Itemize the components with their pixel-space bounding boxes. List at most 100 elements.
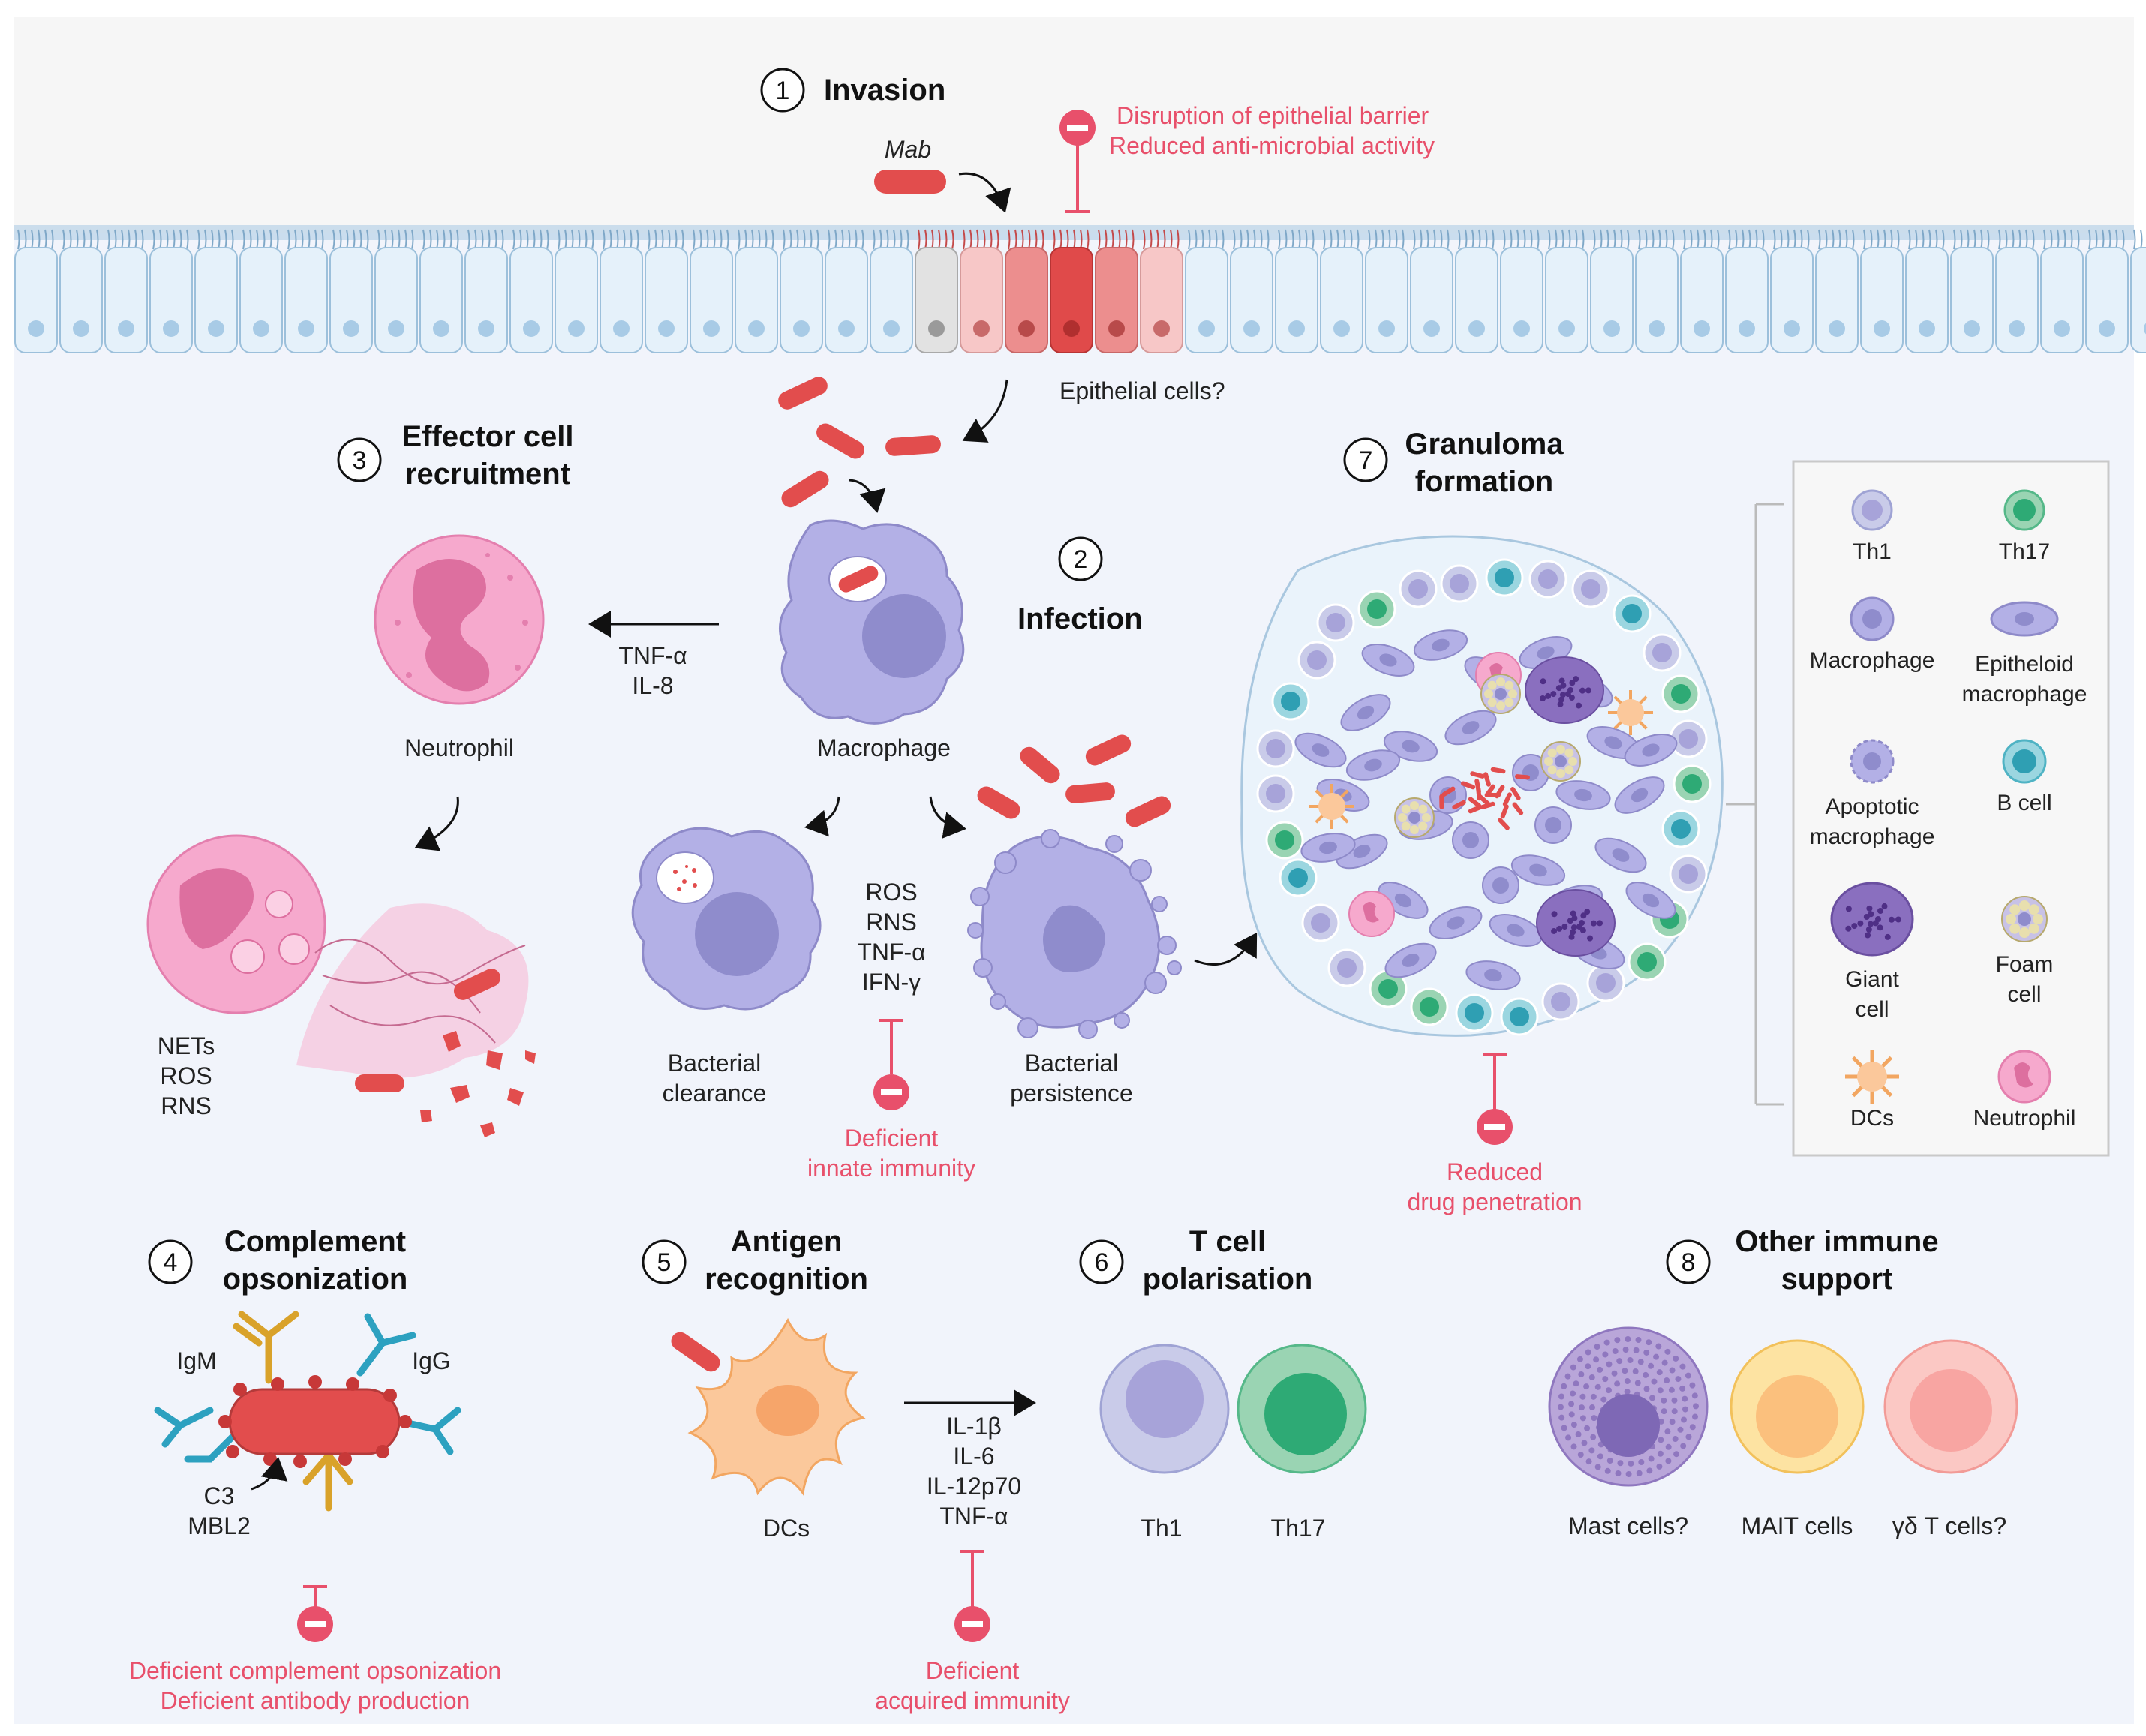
- epithelial-cell: [915, 247, 958, 353]
- clearance-label: clearance: [663, 1080, 767, 1107]
- section-infection: 2 Infection Macrophage Bacterial clearan…: [631, 519, 1258, 1182]
- neutrophil-cell: [1348, 891, 1395, 937]
- bacteria-cluster: [977, 734, 1171, 827]
- legend-label: Epitheloid: [1975, 652, 2074, 677]
- step-number-circle: [642, 1239, 687, 1284]
- legend-icon: [1990, 601, 2059, 637]
- cytokine-label: TNF-α: [939, 1503, 1008, 1530]
- epithelial-cell: [825, 247, 868, 353]
- epithelial-cell: [690, 247, 733, 353]
- macrophage-cell: [1429, 776, 1467, 814]
- section-title: Granuloma: [1405, 428, 1564, 461]
- epithelial-cell: [1815, 247, 1859, 353]
- th17-cell: [1410, 987, 1449, 1026]
- th17-nucleus: [1264, 1373, 1347, 1455]
- legend-icon: [1997, 1050, 2051, 1104]
- epitheloid-macrophage: [1413, 629, 1468, 661]
- legend-icon: [1851, 489, 1893, 531]
- epithelial-cell: [2130, 247, 2146, 353]
- step-number-circle: [148, 1239, 193, 1284]
- th1-cell: [1586, 963, 1625, 1002]
- th1-label: Th1: [1141, 1515, 1182, 1542]
- step-number: 5: [657, 1248, 672, 1277]
- legend-label: Giant: [1845, 967, 1899, 992]
- section-title: Invasion: [824, 74, 945, 107]
- foam-cell: [1540, 741, 1581, 782]
- epitheloid-macrophage: [1345, 749, 1401, 781]
- th1-cell: [1528, 560, 1567, 599]
- necrotic-core-bacteria: [1439, 767, 1530, 830]
- minus-icon: [305, 1621, 326, 1627]
- section-title: Effector cell: [402, 420, 574, 453]
- bacterium: [885, 435, 941, 456]
- legend-label: Th17: [1999, 539, 2050, 564]
- epithelial-cell: [329, 247, 373, 353]
- step-number: 7: [1359, 446, 1373, 475]
- th1-nucleus: [1126, 1360, 1204, 1438]
- mediator-label: TNF-α: [857, 939, 925, 966]
- igm-antibody: [233, 1311, 353, 1512]
- clearance-label: Bacterial: [668, 1050, 762, 1077]
- dendritic-nucleus: [756, 1385, 819, 1436]
- epithelial-cell: [1995, 247, 2039, 353]
- section-title: Other immune: [1735, 1225, 1938, 1258]
- legend-icon: [2001, 896, 2048, 942]
- arrow: [958, 172, 1011, 213]
- section-title: T cell: [1189, 1225, 1266, 1258]
- epithelial-cell: [239, 247, 283, 353]
- persistence-label: Bacterial: [1025, 1050, 1119, 1077]
- legend-box: [1792, 460, 2110, 1157]
- epithelial-cell: [1410, 247, 1453, 353]
- epitheloid-macrophage: [1555, 780, 1611, 810]
- th17-cell: [1357, 590, 1396, 629]
- giant-cell: [1525, 656, 1604, 724]
- nucleus-lobe: [230, 939, 265, 974]
- epithelial-cell: [1320, 247, 1363, 353]
- epithelial-cell: [149, 247, 193, 353]
- legend-label: Macrophage: [1810, 648, 1935, 673]
- nucleus-lobe: [265, 890, 293, 918]
- epitheloid-macrophage: [1510, 854, 1566, 886]
- epitheloid-macrophage: [1384, 942, 1437, 978]
- legend-label: Th1: [1853, 539, 1892, 564]
- section-title: Complement: [224, 1225, 406, 1258]
- epitheloid-macrophage: [1300, 833, 1356, 863]
- th1-cell: [1669, 719, 1708, 758]
- cytokine-label: TNF-α: [618, 642, 687, 669]
- epitheloid-macrophage: [1586, 726, 1640, 759]
- th1-cell: [1541, 982, 1580, 1021]
- dendritic-cell: [1608, 690, 1653, 735]
- neutrophil-nucleus: [179, 868, 254, 949]
- bcell-cell: [1500, 997, 1539, 1036]
- epithelium: [14, 225, 2146, 353]
- macrophage-label: Macrophage: [817, 734, 951, 761]
- epitheloid-macrophage: [1625, 882, 1676, 919]
- nucleus-lobe: [278, 933, 310, 965]
- th1-cell: [1301, 903, 1340, 942]
- legend-label: cell: [2007, 982, 2041, 1007]
- epithelial-cell: [14, 247, 58, 353]
- epitheloid-macrophage: [1614, 776, 1665, 814]
- neutrophil-label: Neutrophil: [404, 734, 514, 761]
- macrophage-nucleus: [695, 892, 779, 976]
- legend-icon: [1845, 1050, 1899, 1104]
- step-number-circle: [760, 68, 805, 113]
- epitheloid-macrophage: [1444, 710, 1497, 746]
- deficit-text: innate immunity: [807, 1155, 975, 1182]
- minus-icon: [962, 1621, 983, 1627]
- macrophage-cell: [1534, 806, 1572, 844]
- igm-label: IgM: [176, 1347, 216, 1374]
- bcell-cell: [1279, 858, 1318, 897]
- th1-cell: [1399, 569, 1438, 608]
- epithelial-cell: [419, 247, 463, 353]
- macrophage-nucleus: [862, 594, 946, 678]
- th17-cell: [1369, 969, 1408, 1008]
- deficit-text: Deficient antibody production: [161, 1687, 470, 1714]
- epithelial-cell: [1005, 247, 1048, 353]
- bacterium: [671, 1332, 720, 1372]
- epithelial-cell: [284, 247, 328, 353]
- epithelial-cell: [1905, 247, 1949, 353]
- gdt-label: γδ T cells?: [1892, 1512, 2006, 1539]
- igg-label: IgG: [412, 1347, 451, 1374]
